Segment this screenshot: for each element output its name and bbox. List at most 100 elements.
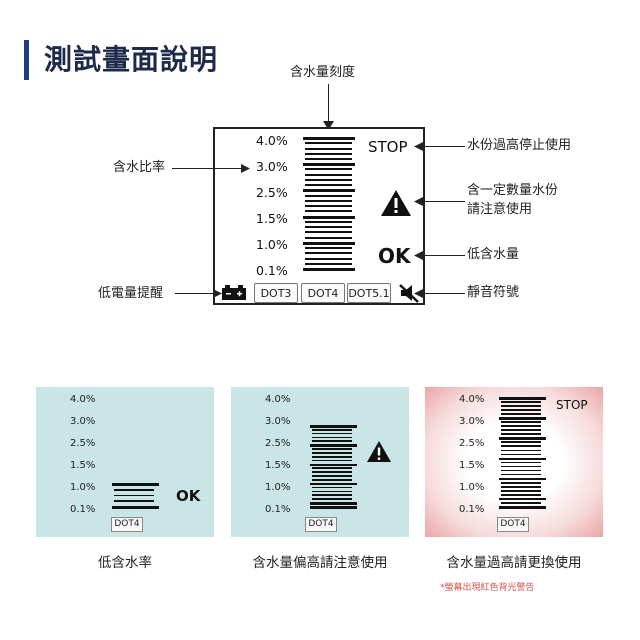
level-bar (305, 262, 352, 265)
panel-level-bar (501, 445, 541, 448)
panel-level-bar (501, 405, 541, 407)
panel-level-bar (501, 469, 541, 472)
panel-level-bar (312, 498, 352, 501)
level-bar (305, 220, 352, 223)
panel-level-bar (501, 433, 541, 436)
mute-label: 靜音符號 (467, 285, 520, 300)
panel-level-bar (312, 448, 352, 450)
level-bar (305, 205, 352, 208)
panel-percentage-label: 0.1% (459, 504, 485, 515)
panel-level-bar (501, 401, 541, 403)
panel-level-bar (310, 444, 357, 447)
panel-level-bar (499, 457, 546, 461)
panel-level-bar (501, 473, 541, 476)
title-accent-bar (24, 40, 29, 80)
level-bar (303, 137, 355, 140)
dot4-button[interactable]: DOT4 (301, 283, 345, 303)
panel-level-bar (312, 455, 352, 458)
panel-level-bar (501, 485, 541, 488)
panel-dot4-chip: DOT4 (305, 517, 337, 532)
panel-level-bar (114, 494, 154, 497)
mute-icon (399, 284, 419, 303)
percentage-label: 2.5% (256, 185, 288, 200)
stop-indicator: STOP (368, 138, 408, 156)
panel-level-bar (312, 479, 352, 481)
panel-level-bar (112, 483, 159, 486)
level-bar (303, 189, 355, 193)
panel-level-bar (312, 471, 352, 474)
level-bar (303, 241, 355, 245)
panel-level-bar (501, 493, 541, 496)
arrow-left-icon (414, 197, 423, 206)
low-battery-icon (222, 285, 246, 300)
panel-caption-low: 低含水率 (98, 555, 152, 571)
panel-level-bar (499, 506, 546, 509)
panel-level-bar (501, 481, 541, 484)
panel-percentage-label: 1.0% (265, 482, 291, 493)
panel-level-bar (312, 459, 352, 462)
ratio-label: 含水比率 (113, 160, 166, 175)
panel-warning-triangle-icon (367, 441, 391, 462)
panel-level-bar (112, 506, 159, 509)
level-bar (303, 268, 355, 271)
level-bar (305, 173, 352, 176)
panel-level-bar (114, 488, 154, 491)
red-backlight-note: *螢幕出現紅色背光警告 (440, 583, 535, 593)
panel-level-bar (501, 429, 541, 432)
scale-title-label: 含水量刻度 (290, 65, 356, 80)
panel-level-bar (501, 413, 541, 415)
panel-percentage-label: 0.1% (70, 504, 96, 515)
level-bar (305, 178, 352, 181)
arrow-right-icon (241, 164, 250, 173)
panel-level-bar (312, 475, 352, 477)
panel-level-bar (114, 500, 154, 503)
panel-percentage-label: 4.0% (459, 394, 485, 405)
arrow-down-icon (323, 121, 334, 130)
warning-label-line2: 請注意使用 (467, 202, 533, 217)
panel-percentage-label: 1.5% (265, 460, 291, 471)
level-bar (305, 231, 352, 234)
panel-percentage-label: 2.5% (70, 438, 96, 449)
warning-connector (422, 201, 465, 202)
panel-level-bar (312, 486, 352, 489)
panel-caption-stop: 含水量過高請更換使用 (446, 555, 582, 571)
low-battery-label: 低電量提醒 (98, 286, 164, 301)
panel-percentage-label: 3.0% (70, 416, 96, 427)
level-bar (305, 184, 352, 187)
percentage-label: 0.1% (256, 263, 288, 278)
panel-level-bar (312, 490, 352, 493)
panel-dot4-chip: DOT4 (497, 517, 529, 532)
level-bar (305, 147, 352, 150)
panel-level-bar (501, 421, 541, 423)
scale-title-connector (328, 84, 329, 126)
ok-connector (422, 255, 465, 256)
panel-level-bar (310, 425, 357, 428)
level-bar (305, 152, 352, 155)
level-bar (305, 194, 352, 197)
ratio-connector (172, 168, 242, 169)
panel-level-bar (501, 425, 541, 428)
arrow-right-icon (213, 289, 222, 298)
panel-percentage-label: 1.0% (70, 482, 96, 493)
dot51-button[interactable]: DOT5.1 (347, 283, 391, 303)
panel-level-bar (312, 436, 352, 439)
panel-percentage-label: 2.5% (459, 438, 485, 449)
panel-level-bar (501, 461, 541, 464)
panel-low (36, 387, 214, 537)
panel-level-bar (310, 502, 357, 505)
battery-connector (175, 293, 214, 294)
percentage-label: 1.5% (256, 211, 288, 226)
panel-level-bar (501, 441, 541, 444)
panel-level-bar (312, 428, 352, 431)
panel-stop-indicator: STOP (556, 398, 588, 412)
panel-level-bar (501, 409, 541, 411)
panel-percentage-label: 1.5% (70, 460, 96, 471)
warning-triangle-icon (381, 190, 411, 216)
panel-percentage-label: 3.0% (265, 416, 291, 427)
level-bar (305, 158, 352, 160)
panel-level-bar (310, 506, 357, 509)
panel-level-bar (501, 489, 541, 492)
level-bar (303, 215, 355, 219)
dot3-button[interactable]: DOT3 (254, 283, 298, 303)
panel-level-bar (312, 440, 352, 443)
